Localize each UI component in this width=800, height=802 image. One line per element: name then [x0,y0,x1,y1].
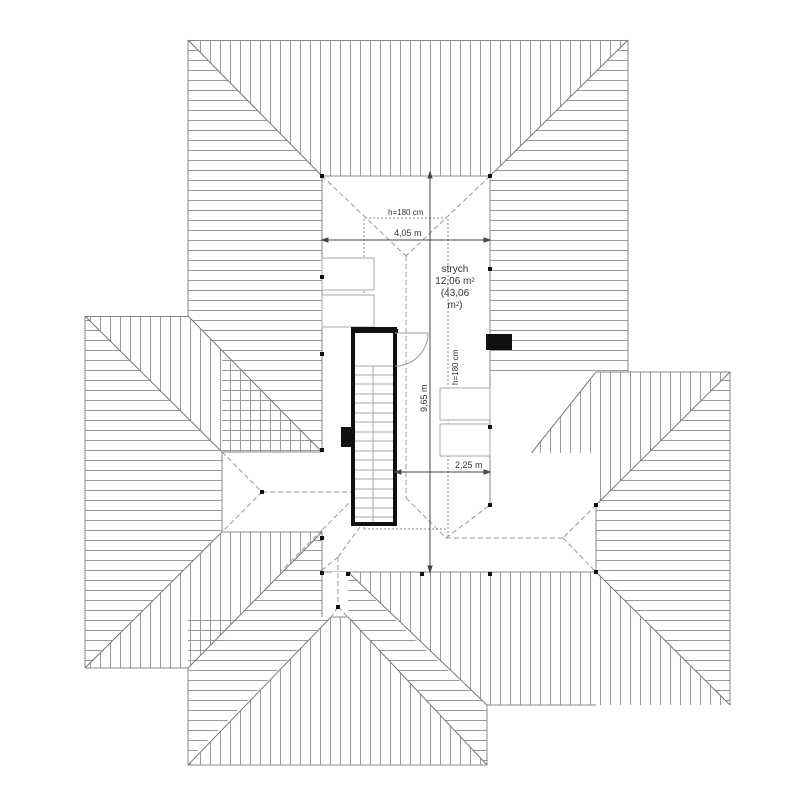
clearance-outline [363,217,449,538]
dashed-ridge-lines [221,175,597,618]
room-total-area: (43,06 m2) [440,288,470,311]
roof-slope-bottom-center [348,572,596,705]
roof-slope-right-outer [596,372,730,705]
roof-slope-top-right [490,40,628,372]
window-left-1 [321,257,375,291]
height-label-top: h=180 cm [388,208,424,217]
corner-markers [260,174,598,609]
lower-width-dimension-label: 2,25 m [455,460,483,470]
window-right-1 [439,387,491,421]
roof-slope-left-outer [85,316,222,668]
length-dimension-label: 9,65 m [419,384,429,412]
dimension-lines [320,170,492,574]
roof-slope-bottom-wing-right [348,580,487,765]
roof-slope-left-top [85,316,322,452]
window-right-2 [439,423,491,457]
left-roof-wing [84,315,323,669]
room-name: strych [441,264,469,275]
roof-slope-left-bottom [85,532,322,668]
room-label: strych 12,06 m2 (43,06 m2) [432,264,478,312]
roof-slope-bottom-wing-mid-left [188,532,331,760]
window-left-2 [321,294,375,328]
door-swing-arc [394,332,429,367]
roof-slope-bottom-wing-main [188,617,487,765]
roof-slope-bottom-center-left [348,572,430,655]
staircase [351,327,429,526]
width-dimension-label: 4,05 m [394,228,422,238]
bottom-roof-wing [187,531,488,766]
height-label-side: h=180 cm [451,349,460,385]
room-area: 12,06 m2 [435,276,475,287]
windows [321,257,491,457]
bottom-center-roof [347,571,596,706]
chimney-left [341,427,354,447]
chimney-right [486,334,512,350]
roof-slope-top [188,40,628,176]
